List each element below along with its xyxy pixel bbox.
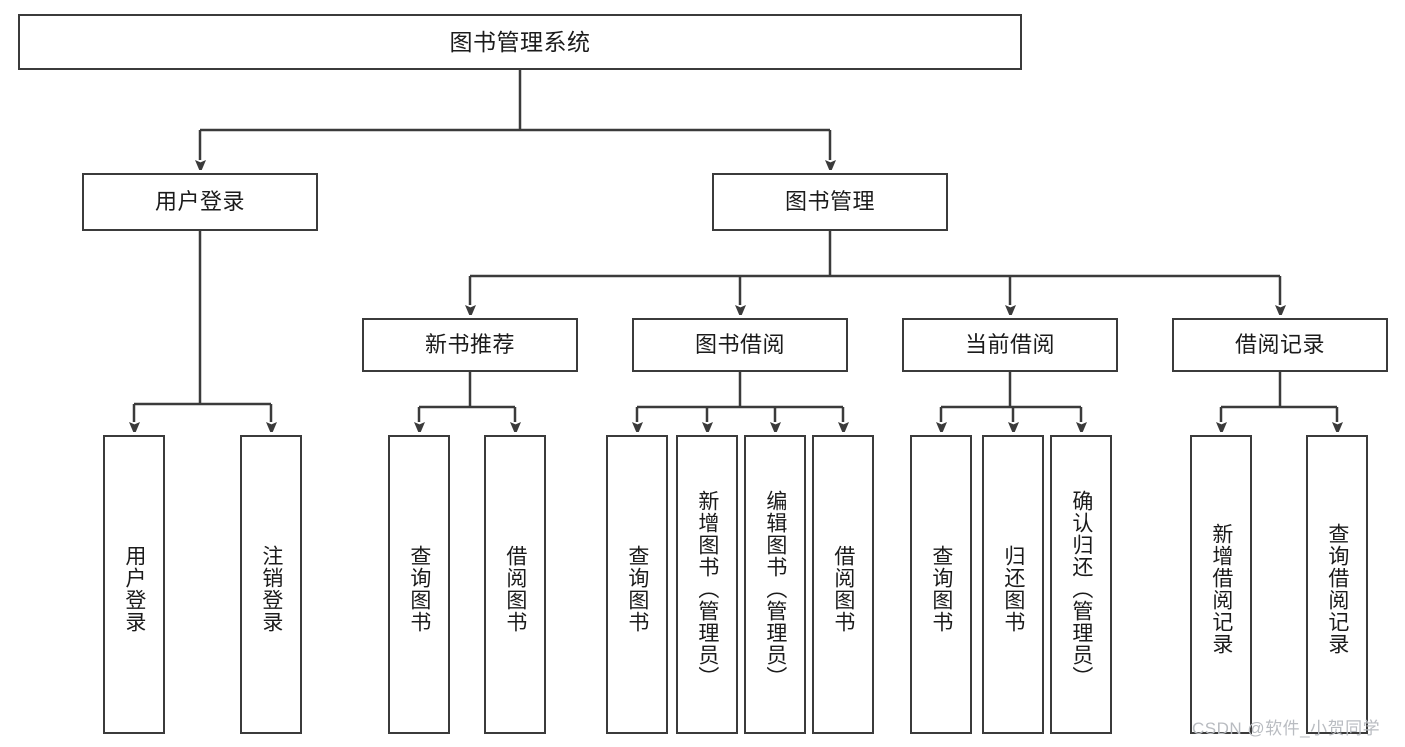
node-label: 查询图书 (929, 544, 953, 633)
node-l-logout[interactable]: 注销登录 (240, 435, 302, 734)
node-label: 图书借阅 (694, 332, 785, 358)
node-l-return[interactable]: 归还图书 (982, 435, 1044, 734)
node-records[interactable]: 借阅记录 (1172, 318, 1388, 372)
node-login[interactable]: 用户登录 (82, 173, 318, 231)
node-l-confirm[interactable]: 确认归还（管理员） (1050, 435, 1112, 734)
node-l-qrec[interactable]: 查询借阅记录 (1306, 435, 1368, 734)
node-bookmgmt[interactable]: 图书管理 (712, 173, 948, 231)
node-borrow[interactable]: 图书借阅 (632, 318, 848, 372)
node-label: 归还图书 (1001, 544, 1025, 633)
node-label: 当前借阅 (964, 332, 1055, 358)
node-l-q1[interactable]: 查询图书 (388, 435, 450, 734)
node-label: 图书管理系统 (449, 28, 591, 55)
node-l-addrec[interactable]: 新增借阅记录 (1190, 435, 1252, 734)
node-current[interactable]: 当前借阅 (902, 318, 1118, 372)
node-label: 用户登录 (154, 189, 245, 215)
node-label: 查询图书 (407, 544, 431, 633)
node-l-b2[interactable]: 借阅图书 (812, 435, 874, 734)
node-label: 借阅记录 (1234, 332, 1325, 358)
node-label: 编辑图书（管理员） (763, 489, 787, 688)
node-label: 查询图书 (625, 544, 649, 633)
node-label: 用户登录 (122, 544, 146, 633)
node-label: 确认归还（管理员） (1069, 489, 1093, 688)
node-newrec[interactable]: 新书推荐 (362, 318, 578, 372)
node-label: 注销登录 (259, 544, 283, 633)
node-label: 借阅图书 (831, 544, 855, 633)
node-root[interactable]: 图书管理系统 (18, 14, 1022, 70)
watermark-text: CSDN @软件_小贺同学 (1192, 719, 1381, 738)
node-l-q3[interactable]: 查询图书 (910, 435, 972, 734)
node-label: 查询借阅记录 (1325, 522, 1349, 655)
node-l-add[interactable]: 新增图书（管理员） (676, 435, 738, 734)
node-l-b1[interactable]: 借阅图书 (484, 435, 546, 734)
node-label: 新增图书（管理员） (695, 489, 719, 688)
node-label: 新书推荐 (424, 332, 515, 358)
node-label: 新增借阅记录 (1209, 522, 1233, 655)
node-label: 借阅图书 (503, 544, 527, 633)
node-l-edit[interactable]: 编辑图书（管理员） (744, 435, 806, 734)
node-l-userlogin[interactable]: 用户登录 (103, 435, 165, 734)
node-label: 图书管理 (784, 189, 875, 215)
node-l-q2[interactable]: 查询图书 (606, 435, 668, 734)
